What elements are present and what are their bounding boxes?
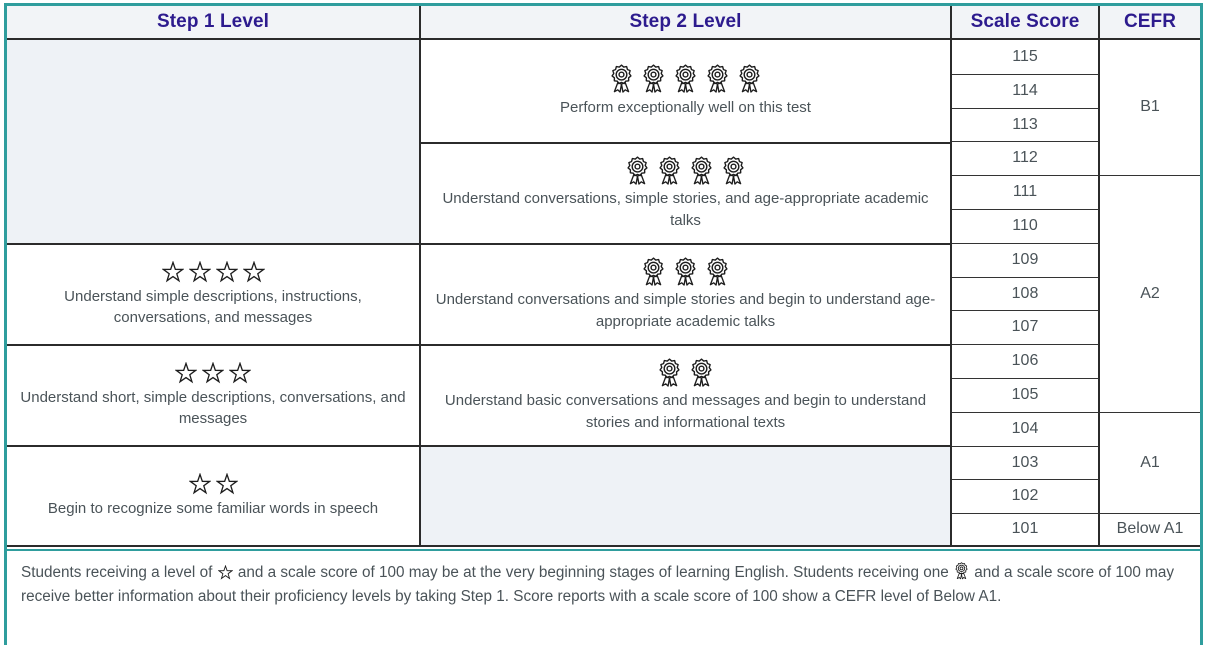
step1-cell-2-stars: Begin to recognize some familiar words i… (7, 445, 421, 547)
step2-cell-5-ribbons: Perform exceptionally well on this test (421, 40, 952, 142)
step1-cell-3-stars: Understand short, simple descriptions, c… (7, 344, 421, 445)
ribbon-icon (673, 64, 698, 94)
ribbon-icon (689, 156, 714, 186)
star-rating-2 (188, 472, 238, 495)
scale-score-value: 113 (1012, 115, 1038, 133)
ribbon-icon (625, 156, 650, 186)
header-cefr-label: CEFR (1123, 11, 1177, 32)
scale-score-value: 103 (1011, 453, 1039, 471)
cefr-level-label: B1 (1140, 98, 1160, 116)
scale-score-cell: 101 (952, 513, 1100, 547)
scale-score-value: 110 (1012, 217, 1038, 235)
header-cefr: CEFR (1100, 6, 1200, 40)
star-icon (242, 260, 265, 283)
header-step2-level: Step 2 Level (421, 6, 952, 40)
scale-score-cell: 113 (952, 107, 1100, 142)
step2-description: Perform exceptionally well on this test (560, 98, 811, 116)
scale-score-cell: 104 (952, 411, 1100, 446)
header-scale-score: Scale Score (952, 6, 1100, 40)
ribbon-icon (705, 257, 730, 287)
star-rating-3 (175, 361, 251, 384)
scale-score-value: 109 (1011, 250, 1039, 268)
star-icon (188, 260, 211, 283)
scale-score-value: 112 (1012, 149, 1038, 167)
step2-description: Understand basic conversations and messa… (444, 392, 927, 431)
star-icon (161, 260, 184, 283)
scale-score-cell: 111 (952, 175, 1100, 209)
ribbon-rating-4 (625, 156, 746, 186)
scale-score-value: 111 (1012, 183, 1038, 201)
star-icon (215, 472, 238, 495)
scale-score-value: 114 (1012, 81, 1038, 99)
scale-score-value: 105 (1011, 386, 1039, 404)
scale-score-value: 101 (1011, 520, 1039, 538)
footnote-part-3: and a scale score of 100 may receive bet… (21, 564, 1175, 605)
star-icon (229, 361, 251, 384)
scale-score-cell: 108 (952, 276, 1100, 311)
footnote-part-1: Students receiving a level of (21, 564, 217, 581)
step2-description: Understand conversations, simple stories… (442, 190, 929, 229)
cefr-level-label: A1 (1140, 453, 1160, 471)
scale-score-value: 115 (1012, 47, 1038, 65)
header-step1-label: Step 1 Level (156, 11, 270, 32)
scale-score-cell: 110 (952, 209, 1100, 243)
cefr-level-label: Below A1 (1116, 520, 1184, 538)
ribbon-icon (705, 64, 730, 94)
footnote: Students receiving a level of and a scal… (7, 549, 1200, 645)
ribbon-icon (609, 64, 634, 94)
scale-score-cell: 102 (952, 479, 1100, 514)
ribbon-icon (657, 358, 682, 388)
ribbon-icon (954, 562, 969, 580)
cefr-level-cell: A2 (1100, 175, 1200, 412)
scale-score-value: 104 (1011, 419, 1039, 437)
ribbon-rating-2 (657, 358, 714, 388)
ribbon-icon (641, 257, 666, 287)
step2-cell-3-ribbons: Understand conversations and simple stor… (421, 243, 952, 344)
step1-description: Understand short, simple descriptions, c… (20, 388, 406, 427)
ribbon-rating-5 (609, 64, 762, 94)
cefr-level-cell: B1 (1100, 40, 1200, 176)
ribbon-icon (721, 156, 746, 186)
scale-score-cell: 103 (952, 445, 1100, 480)
star-rating-4 (161, 260, 265, 283)
ribbon-icon (689, 358, 714, 388)
cefr-level-label: A2 (1140, 284, 1160, 302)
cefr-level-cell: Below A1 (1100, 513, 1200, 547)
star-icon (175, 361, 197, 384)
step1-cell-4-stars: Understand simple descriptions, instruct… (7, 243, 421, 344)
scale-score-cell: 112 (952, 141, 1100, 176)
ribbon-icon (673, 257, 698, 287)
header-step1-level: Step 1 Level (7, 6, 421, 40)
scale-score-value: 106 (1011, 352, 1039, 370)
footnote-part-2: and a scale score of 100 may be at the v… (233, 564, 953, 581)
scale-score-cell: 106 (952, 344, 1100, 378)
scale-score-cell: 105 (952, 378, 1100, 412)
star-icon (215, 260, 238, 283)
scale-score-cell: 107 (952, 310, 1100, 345)
step2-cell-4-ribbons: Understand conversations, simple stories… (421, 142, 952, 243)
header-scale-label: Scale Score (970, 11, 1080, 32)
step1-description: Understand simple descriptions, instruct… (64, 287, 362, 326)
scale-score-value: 108 (1011, 284, 1039, 302)
step1-description: Begin to recognize some familiar words i… (47, 499, 379, 517)
step2-description: Understand conversations and simple stor… (435, 291, 936, 330)
star-icon (217, 565, 233, 580)
step1-cell-blank (7, 40, 421, 243)
scale-score-value: 107 (1011, 318, 1039, 336)
star-icon (202, 361, 224, 384)
ribbon-icon (737, 64, 762, 94)
step2-cell-2-ribbons: Understand basic conversations and messa… (421, 344, 952, 445)
scale-score-cell: 114 (952, 73, 1100, 108)
ribbon-icon (657, 156, 682, 186)
ribbon-rating-3 (641, 257, 730, 287)
scale-score-cell: 109 (952, 242, 1100, 277)
cefr-level-cell: A1 (1100, 411, 1200, 514)
scale-score-value: 102 (1011, 487, 1039, 505)
step2-cell-blank (421, 445, 952, 547)
star-icon (188, 472, 211, 495)
ribbon-icon (641, 64, 666, 94)
scale-score-cell: 115 (952, 40, 1100, 74)
header-step2-label: Step 2 Level (629, 11, 742, 32)
